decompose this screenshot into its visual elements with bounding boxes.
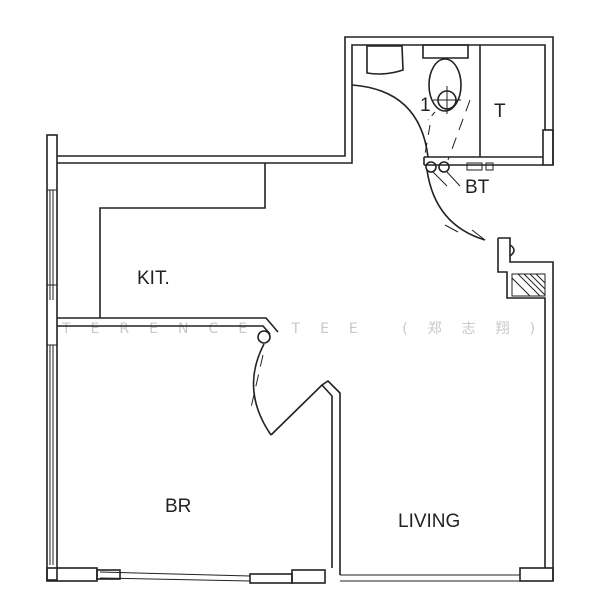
top-wall [57, 36, 554, 166]
bottom-exterior-wall [46, 567, 554, 584]
watermark: TERENCE TEE (郑志翔) [61, 321, 555, 337]
bedroom-door-hinge-icon [257, 330, 271, 344]
bedroom-top-wall [57, 317, 341, 575]
bath-fixture-icon [425, 161, 437, 173]
room-label-kitchen: KIT. [137, 268, 170, 289]
light-fixture-icon [509, 244, 515, 257]
room-label-living: LIVING [398, 511, 460, 532]
toilet-tank-icon [422, 44, 469, 59]
basin-icon [366, 45, 404, 75]
kitchen-counter [99, 163, 266, 318]
room-label-bedroom: BR [165, 496, 191, 517]
bathroom [351, 44, 543, 241]
entry-door-swing [426, 169, 486, 241]
left-exterior-wall [46, 134, 58, 581]
bedroom-door-swing [252, 343, 272, 436]
fixture-label: 1 [420, 95, 431, 116]
bath-fixture-icon [438, 161, 450, 173]
bathroom-door-swing [351, 84, 429, 158]
room-label-bath: BT [465, 177, 490, 198]
room-label-toilet: T [494, 101, 506, 122]
right-exterior-wall [497, 237, 554, 581]
toilet-bowl-icon [428, 58, 462, 112]
